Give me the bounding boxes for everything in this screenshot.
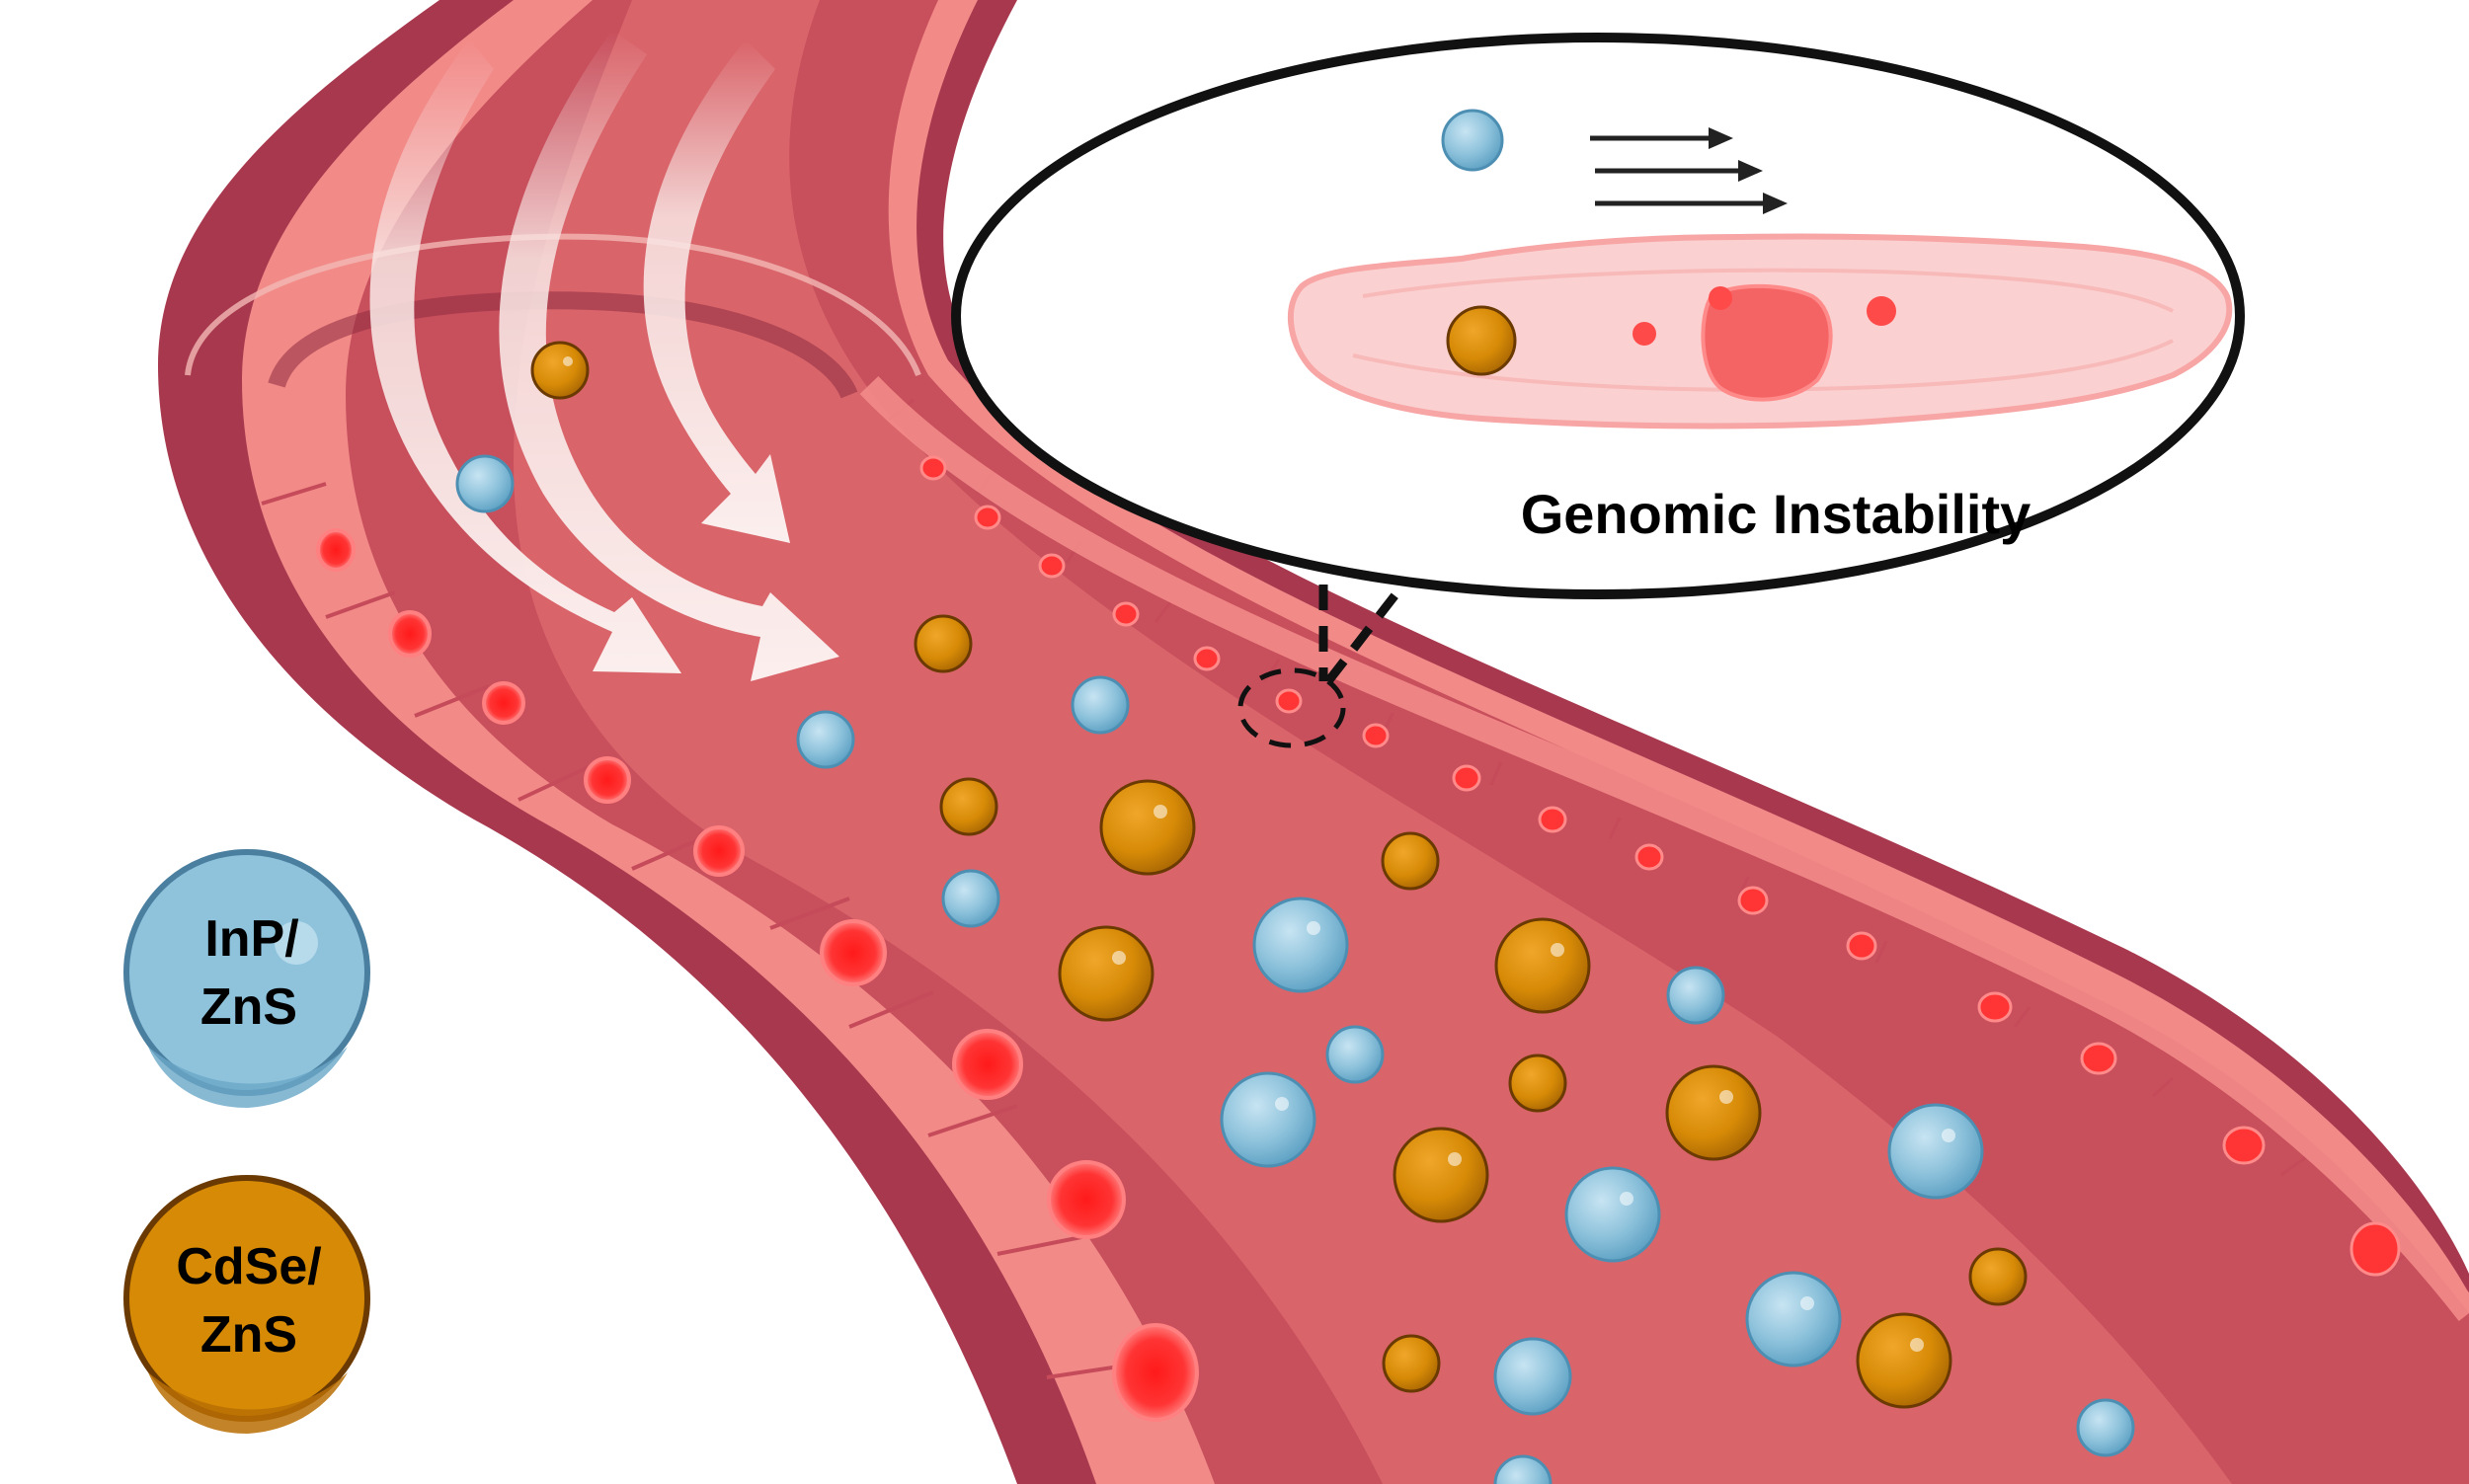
callout-zoom: Genomic Instability xyxy=(951,33,2245,748)
micronucleus-icon xyxy=(1867,296,1896,326)
legend-inp-label-line1: InP/ xyxy=(204,910,298,968)
inp-zns-particles xyxy=(455,454,2135,1484)
zoom-target-ring xyxy=(1237,667,1346,748)
cdse-zns-particle-callout xyxy=(1446,305,1517,376)
flow-arrow-icon xyxy=(643,39,790,543)
micronucleus-icon xyxy=(1709,286,1732,310)
nanoparticles xyxy=(455,341,2135,1484)
flow-arrow-icon xyxy=(499,30,839,681)
inp-zns-particle-callout xyxy=(1441,109,1504,172)
legend-inp-label-line2: ZnS xyxy=(200,978,297,1036)
endothelium-right-strip xyxy=(859,376,2469,1321)
particle-highlights xyxy=(563,356,1955,1352)
vessel-opening-rim xyxy=(185,233,921,377)
vessel-opening-inner xyxy=(268,291,858,399)
legend-inp-zns: InP/ ZnS xyxy=(123,849,370,1108)
legend-cdse-zns: CdSe/ ZnS xyxy=(123,1175,370,1434)
flow-arrows xyxy=(369,30,839,681)
legend-cdse-label-line1: CdSe/ xyxy=(176,1238,321,1295)
nuclei-left xyxy=(316,528,1199,1422)
motion-arrow-icon xyxy=(1590,127,1788,214)
cell-icon xyxy=(1287,233,2233,430)
micronucleus-icon xyxy=(1633,322,1656,346)
legend: InP/ ZnS CdSe/ ZnS xyxy=(123,849,370,1434)
vessel-lumen-highlight xyxy=(514,0,2232,1484)
legend-cdse-label-line2: ZnS xyxy=(200,1306,297,1364)
nucleus-icon xyxy=(1701,283,1833,402)
callout-title: Genomic Instability xyxy=(1521,483,2031,545)
cdse-zns-particles xyxy=(530,341,2028,1409)
nuclei-right xyxy=(919,455,2401,1277)
